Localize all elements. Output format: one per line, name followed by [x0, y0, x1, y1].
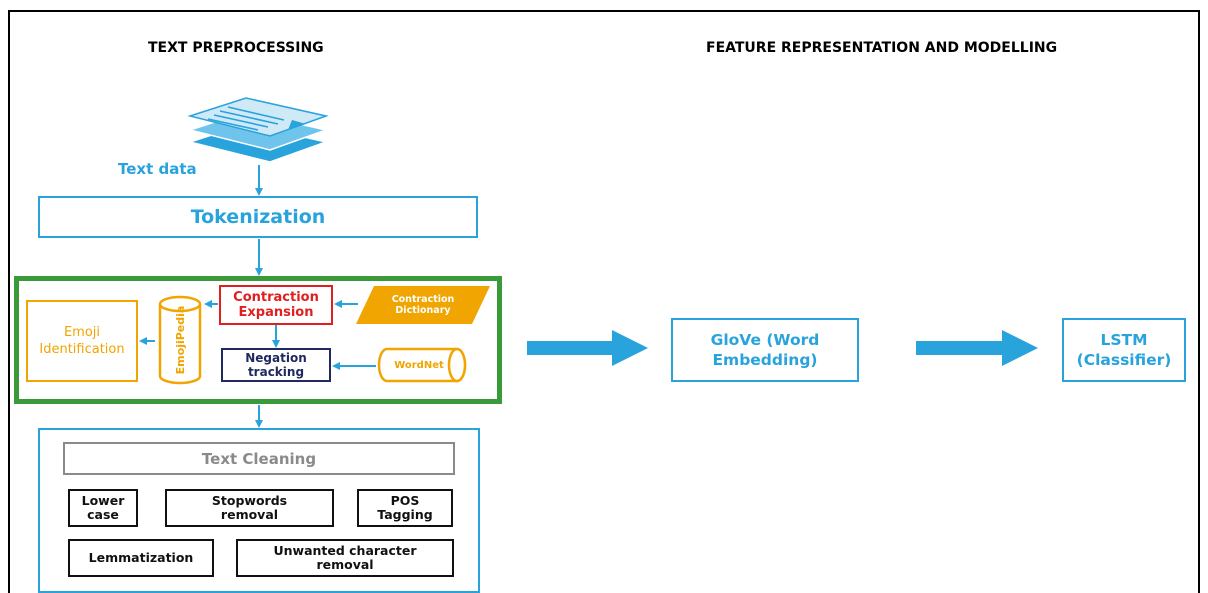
glove-box: GloVe (Word Embedding): [671, 318, 859, 382]
step-stopwords-removal: Stopwords removal: [165, 489, 334, 527]
tokenization-label: Tokenization: [190, 206, 326, 228]
contraction-dictionary-label: Contraction Dictionary: [391, 294, 455, 316]
text-cleaning-container: [38, 428, 480, 593]
header-text-preprocessing: TEXT PREPROCESSING: [148, 40, 324, 56]
emojipedia-database-icon: [158, 295, 202, 385]
step-lower-case: Lower case: [68, 489, 138, 527]
lstm-box: LSTM (Classifier): [1062, 318, 1186, 382]
lstm-label: LSTM (Classifier): [1076, 331, 1172, 369]
step-unwanted-character-removal: Unwanted character removal: [236, 539, 454, 577]
wordnet-label: WordNet: [394, 359, 444, 371]
emoji-identification-label: Emoji Identification: [39, 325, 125, 357]
text-cleaning-title-box: Text Cleaning: [63, 442, 455, 475]
wordnet-database-icon: [377, 347, 467, 383]
glove-label: GloVe (Word Embedding): [710, 331, 820, 369]
emojipedia-label: EmojiPedia: [173, 305, 187, 375]
step-pos-tagging: POS Tagging: [357, 489, 453, 527]
contraction-expansion-label: Contraction Expansion: [233, 290, 319, 320]
diagram-frame: [8, 10, 1200, 593]
negation-tracking-box: Negation tracking: [221, 348, 331, 382]
tokenization-box: Tokenization: [38, 196, 478, 238]
step-lemmatization: Lemmatization: [68, 539, 214, 577]
text-data-label: Text data: [118, 160, 197, 178]
document-stack-icon: [188, 97, 328, 163]
emoji-identification-box: Emoji Identification: [26, 300, 138, 382]
contraction-dictionary-shape: [356, 286, 490, 324]
normalization-container: [14, 276, 502, 404]
text-cleaning-title: Text Cleaning: [201, 449, 317, 468]
negation-tracking-label: Negation tracking: [245, 351, 307, 379]
header-feature-modelling: FEATURE REPRESENTATION AND MODELLING: [706, 40, 1058, 56]
contraction-expansion-box: Contraction Expansion: [219, 285, 333, 325]
